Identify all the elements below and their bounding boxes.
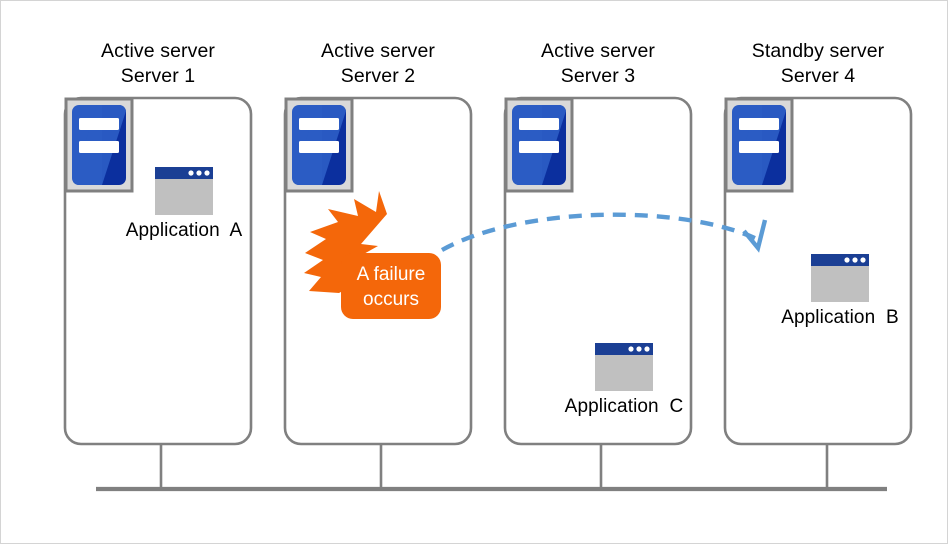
app-window-icon-application-a[interactable] (155, 167, 213, 215)
server-role-label: Standby server (751, 40, 885, 62)
application-label-c: Application C (564, 396, 684, 417)
application-label-b: Application B (781, 307, 899, 328)
server-name-label: Server 4 (780, 64, 856, 87)
server-name-label: Server 2 (340, 64, 416, 87)
server-name-label: Server 3 (560, 64, 636, 87)
server-role-label: Active server (541, 40, 655, 62)
burst-icon (304, 191, 387, 293)
column-header-server-3: Active server Server 3 (505, 39, 691, 88)
server-icon-server-1 (64, 97, 134, 193)
column-header-server-2: Active server Server 2 (285, 39, 471, 88)
server-role-label: Active server (321, 40, 435, 62)
dashed-curved-arrow-icon (440, 212, 768, 253)
server-icon-server-3 (504, 97, 574, 193)
app-window-icon-application-c[interactable] (595, 343, 653, 391)
bus-line-icon (96, 444, 887, 492)
app-window-icon-application-b[interactable] (811, 254, 869, 302)
server-icon-server-4 (724, 97, 794, 193)
server-name-label: Server 1 (120, 64, 196, 87)
application-label-a: Application A (125, 220, 243, 241)
server-icon-server-2 (284, 97, 354, 193)
column-header-server-4: Standby server Server 4 (725, 39, 911, 88)
column-header-server-1: Active server Server 1 (65, 39, 251, 88)
failure-badge[interactable] (341, 253, 441, 319)
server-role-label: Active server (101, 40, 215, 62)
